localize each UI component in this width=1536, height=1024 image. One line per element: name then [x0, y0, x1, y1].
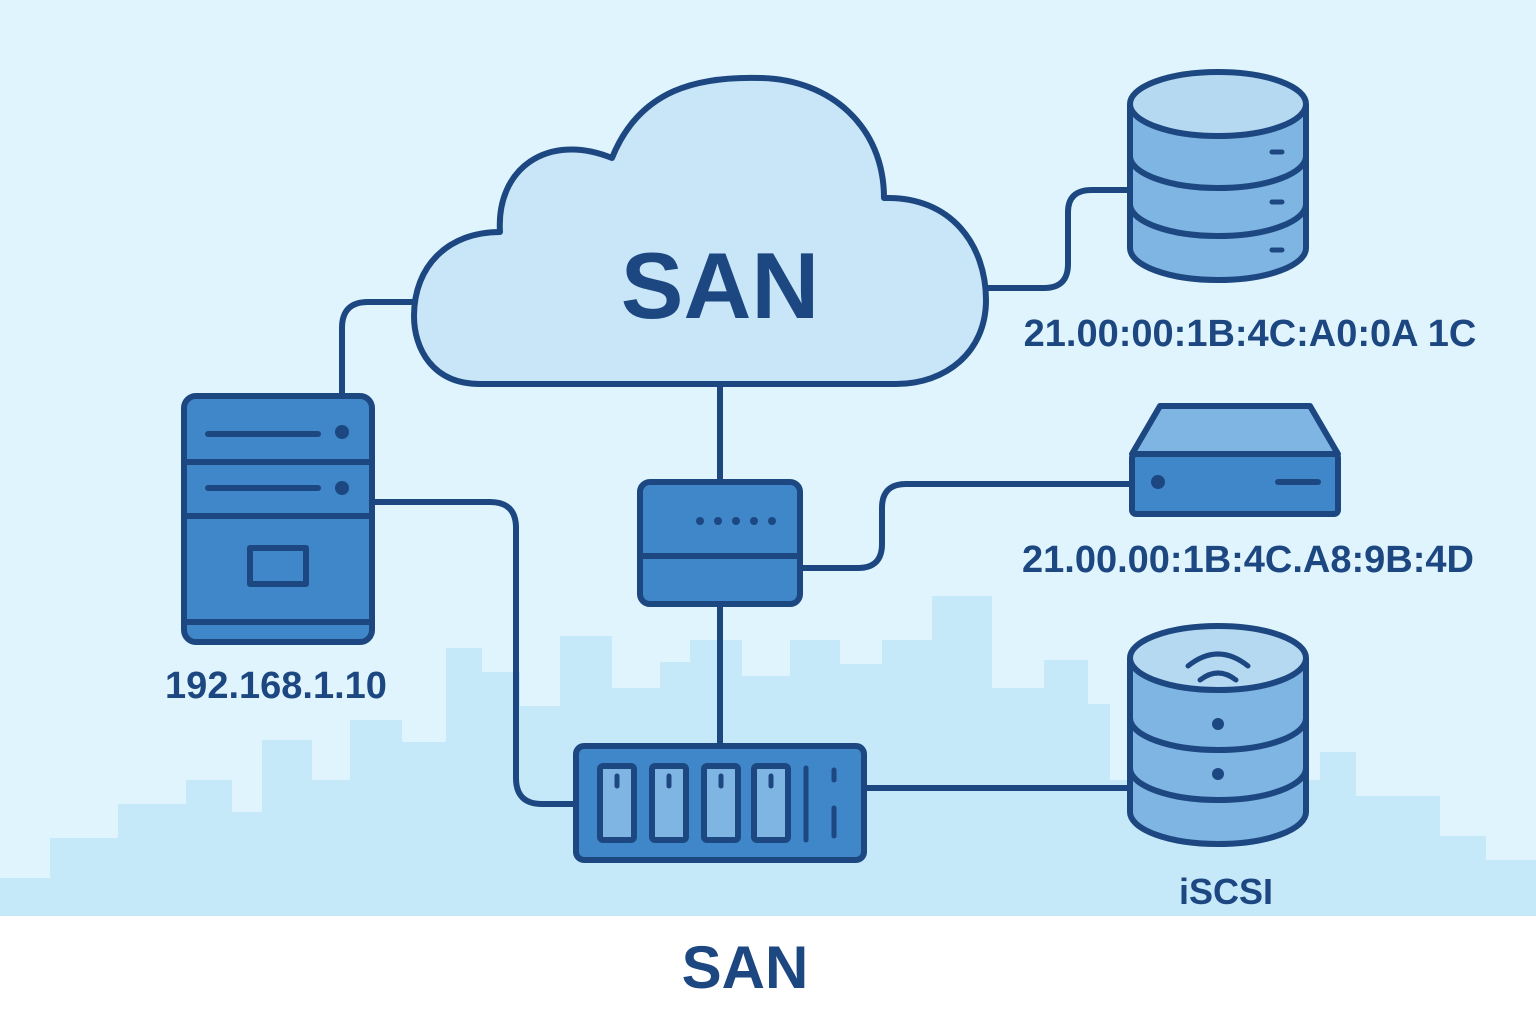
iscsi-led	[1212, 718, 1224, 730]
storage-array[interactable]	[573, 743, 867, 863]
wifi-icon	[1185, 651, 1251, 683]
db-ring	[1127, 203, 1309, 239]
link-switch-appliance	[797, 481, 1135, 571]
db-body	[1127, 104, 1309, 283]
san-cloud: SAN	[411, 74, 989, 387]
array-drive-bay	[597, 763, 637, 843]
cloud-label: SAN	[621, 233, 819, 338]
iscsi-storage-label: iSCSI	[1179, 871, 1273, 912]
storage-appliance-label: 21.00.00:1B:4C.A8:9B:4D	[1022, 539, 1474, 581]
switch-body	[637, 479, 803, 607]
storage-appliance[interactable]	[1129, 403, 1341, 517]
iscsi-led	[1212, 768, 1224, 780]
db-indicators	[1269, 149, 1285, 253]
link-server-array	[369, 499, 579, 807]
array-bay-handles	[614, 765, 837, 843]
caption-title: SAN	[682, 934, 809, 1001]
iscsi-storage[interactable]	[1127, 623, 1309, 847]
switch-port-leds	[696, 517, 776, 525]
appliance-top	[1129, 403, 1341, 457]
storage-database-top[interactable]	[1127, 69, 1309, 283]
appliance-front	[1129, 451, 1341, 517]
link-server-cloud	[339, 299, 419, 399]
connection-lines	[339, 187, 1135, 807]
array-drive-bay	[701, 763, 741, 843]
server-led	[335, 481, 349, 495]
iscsi-ring	[1127, 767, 1309, 803]
host-server-label: 192.168.1.10	[165, 665, 387, 707]
iscsi-ring	[1127, 717, 1309, 753]
caption-band	[0, 916, 1536, 1024]
storage-database-top-label: 21.00:00:1B:4C:A0:0A 1C	[1024, 313, 1477, 355]
server-panel	[247, 545, 309, 587]
array-drive-bay	[649, 763, 689, 843]
link-cloud-db-top	[983, 187, 1133, 291]
iscsi-top-face	[1127, 623, 1309, 693]
array-drive-bay	[751, 763, 791, 843]
host-server[interactable]	[181, 393, 375, 645]
server-led	[335, 425, 349, 439]
cloud-shape	[411, 74, 989, 387]
appliance-led	[1151, 475, 1165, 489]
db-top-face	[1127, 69, 1309, 139]
db-ring	[1127, 155, 1309, 191]
network-switch[interactable]	[637, 479, 803, 607]
